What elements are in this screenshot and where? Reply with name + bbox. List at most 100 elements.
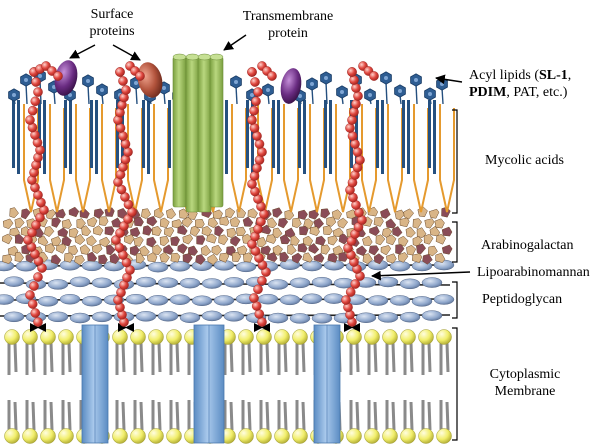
acyl-lipid-center	[162, 86, 166, 90]
lam-bead	[257, 275, 267, 286]
peptidoglycan-unit	[179, 312, 201, 323]
peptidoglycan-unit	[223, 311, 245, 322]
peptidoglycan-unit	[235, 261, 257, 273]
arabinogalactan-sugar	[386, 234, 397, 246]
lam-bead	[247, 115, 257, 125]
lipid-tail	[373, 401, 378, 431]
peptidoglycan-unit	[81, 295, 103, 307]
lam-bead	[249, 293, 259, 303]
arabinogalactan-sugar	[182, 216, 193, 228]
lipid-tail	[121, 342, 126, 373]
acyl-lipid-center	[440, 82, 444, 86]
arabinogalactan-sugar	[247, 208, 258, 219]
lam-bead	[349, 75, 359, 85]
lam-bead	[253, 87, 263, 97]
arabinogalactan-sugar	[297, 242, 308, 253]
peptidoglycan-unit	[69, 312, 91, 324]
lipid-head	[274, 329, 290, 345]
lipid-tail	[67, 342, 72, 373]
mycolic-acid-chain	[277, 100, 280, 174]
lam-bead	[350, 279, 361, 289]
acyl-lipid-center	[428, 92, 432, 96]
arabinogalactan-sugar	[315, 235, 326, 246]
lipid-head	[418, 329, 434, 345]
lam-bead	[352, 147, 363, 157]
mycolic-acids-bracket	[452, 109, 458, 214]
peptidoglycan-unit	[367, 295, 389, 306]
lipid-tail	[13, 401, 18, 431]
acyl-lipid-center	[368, 93, 372, 97]
lipid-tail	[157, 342, 162, 373]
arabinogalactan-sugar	[412, 236, 423, 247]
lipid-head	[58, 329, 74, 345]
lam-bead	[31, 77, 41, 87]
peptidoglycan-unit	[169, 294, 191, 305]
mycolic-acid-chain	[90, 100, 93, 168]
arabinogalactan-sugar	[441, 226, 453, 237]
peptidoglycan-unit	[279, 294, 301, 306]
arabinogalactan-sugar	[130, 226, 141, 238]
lipid-tail	[427, 342, 432, 373]
lam-bead	[33, 272, 43, 282]
arabinogalactan-sugar	[380, 208, 391, 219]
arabinogalactan-sugar	[225, 207, 236, 219]
mycolic-acid-chain	[142, 100, 145, 168]
lipid-tail	[31, 401, 36, 431]
mycolic-acids-label: Mycolic acids	[485, 153, 564, 168]
acyl-lipid-center	[12, 93, 16, 97]
peptidoglycan-unit	[169, 261, 191, 272]
transmembrane-protein-label: Transmembrane protein	[242, 9, 334, 41]
arabinogalactan-sugar	[207, 217, 219, 229]
arabinogalactan-sugar	[292, 217, 302, 229]
peptidoglycan-unit	[37, 296, 59, 307]
surface-protein-layer	[54, 60, 302, 104]
arabinogalactan-sugar	[159, 217, 170, 229]
mycolic-acid-chain	[225, 100, 228, 174]
arabinogalactan-sugar	[99, 216, 109, 226]
lam-anchor	[344, 323, 360, 332]
arabinogalactan-sugar	[284, 227, 296, 239]
arabinogalactan-sugar	[272, 244, 283, 256]
mycolic-acid-chain	[168, 100, 171, 168]
peptidoglycan-bracket	[452, 281, 458, 319]
lam-bead	[250, 77, 260, 87]
arabinogalactan-sugar	[196, 235, 206, 245]
arabinogalactan-sugar	[56, 243, 67, 254]
peptidoglycan-unit	[147, 261, 169, 273]
lam-bead	[31, 220, 41, 230]
lipid-head	[130, 428, 146, 444]
lipid-head	[166, 428, 182, 444]
lipid-head	[112, 428, 128, 444]
peptidoglycan-unit	[3, 311, 25, 323]
surface-protein	[137, 62, 163, 98]
lipid-tail	[175, 342, 180, 373]
lipid-head	[382, 329, 398, 345]
lipid-head	[346, 329, 362, 345]
transmembrane-helix-top	[172, 53, 187, 61]
arabinogalactan-layer	[2, 206, 453, 266]
arabinogalactan-sugar	[68, 245, 79, 255]
arabinogalactan-sugar	[435, 252, 446, 263]
arabinogalactan-sugar	[211, 244, 223, 256]
lipid-tail	[445, 342, 450, 373]
acyl-lipid-stem	[87, 84, 90, 105]
arabinogalactan-sugar	[320, 208, 331, 219]
arabinogalactan-sugar	[188, 245, 199, 256]
arabinogalactan-sugar	[177, 224, 188, 236]
acyl-lipid-center	[38, 74, 42, 78]
lipid-tail	[373, 342, 378, 373]
arabinogalactan-sugar	[104, 226, 115, 236]
arabinogalactan-sugar	[236, 245, 248, 255]
lipid-tail	[265, 401, 270, 431]
arabinogalactan-sugar	[2, 254, 13, 264]
arabinogalactan-sugar	[57, 227, 69, 238]
mycolic-acid-chain	[69, 100, 72, 174]
transmembrane-helix	[185, 56, 200, 213]
arabinogalactan-sugar	[133, 236, 144, 247]
acyl-lipid-center	[250, 93, 254, 97]
arabinogalactan-sugar	[434, 218, 445, 229]
lam-bead	[249, 105, 259, 116]
arabinogalactan-sugar	[44, 242, 56, 254]
lipid-head	[148, 329, 164, 345]
arabinogalactan-sugar	[109, 253, 120, 264]
